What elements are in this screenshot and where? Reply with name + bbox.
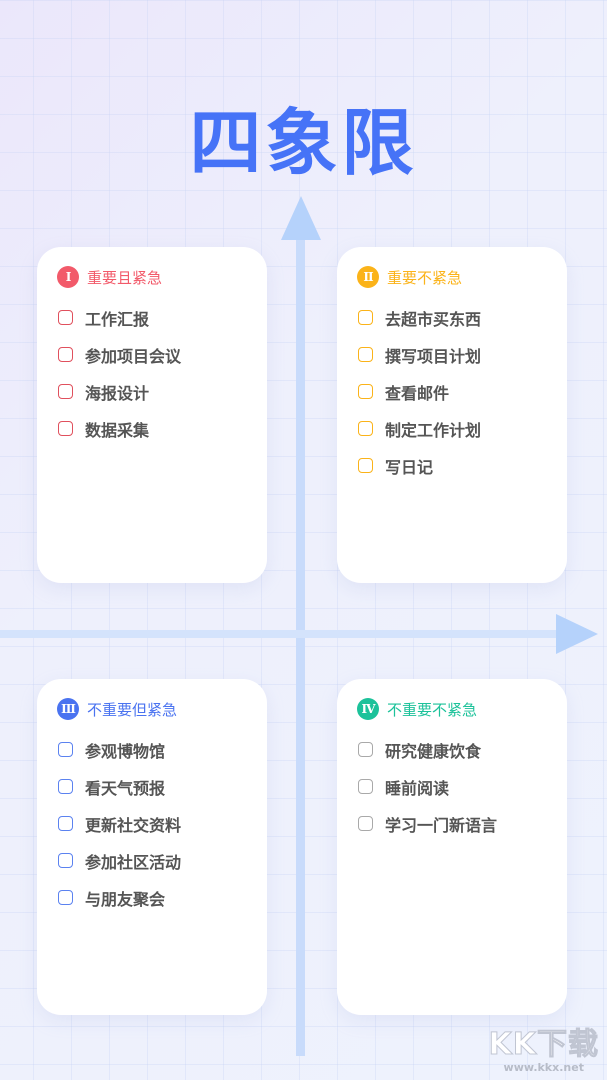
task-item[interactable]: 查看邮件 <box>357 373 567 410</box>
task-label: 更新社交资料 <box>85 815 182 835</box>
task-label: 参加项目会议 <box>85 346 182 366</box>
arrow-right-icon <box>556 614 598 654</box>
task-item[interactable]: 数据采集 <box>57 410 267 447</box>
task-item[interactable]: 学习一门新语言 <box>357 805 567 842</box>
task-label: 海报设计 <box>85 383 150 403</box>
task-label: 研究健康饮食 <box>385 741 482 761</box>
quadrant-header: I 重要且紧急 <box>57 263 267 291</box>
task-label: 参加社区活动 <box>85 852 182 872</box>
checkbox[interactable] <box>58 742 73 757</box>
quadrant-important-not-urgent: II 重要不紧急 去超市买东西 撰写项目计划 查看邮件 制定工作计划 写日记 <box>337 247 567 583</box>
watermark-logo: KK下载 <box>488 1027 599 1063</box>
quadrant-label: 不重要但紧急 <box>87 700 178 719</box>
task-item[interactable]: 参加项目会议 <box>57 336 267 373</box>
checkbox[interactable] <box>58 890 73 905</box>
arrow-up-icon <box>281 196 321 240</box>
checkbox[interactable] <box>58 421 73 436</box>
task-label: 参观博物馆 <box>85 741 166 761</box>
task-item[interactable]: 写日记 <box>357 447 567 484</box>
checkbox[interactable] <box>358 384 373 399</box>
task-label: 查看邮件 <box>385 383 450 403</box>
task-item[interactable]: 去超市买东西 <box>357 299 567 336</box>
watermark-url: www.kkx.net <box>503 1061 584 1074</box>
task-label: 写日记 <box>385 457 434 477</box>
task-item[interactable]: 海报设计 <box>57 373 267 410</box>
watermark: KK下载 www.kkx.net <box>488 1019 600 1075</box>
roman-numeral-4-icon: IV <box>357 698 379 720</box>
quadrant-not-important-urgent: III 不重要但紧急 参观博物馆 看天气预报 更新社交资料 参加社区活动 与朋友… <box>37 679 267 1015</box>
task-label: 与朋友聚会 <box>85 889 166 909</box>
checkbox[interactable] <box>58 310 73 325</box>
checkbox[interactable] <box>358 779 373 794</box>
checkbox[interactable] <box>58 384 73 399</box>
quadrant-header: III 不重要但紧急 <box>57 695 267 723</box>
task-item[interactable]: 参加社区活动 <box>57 842 267 879</box>
checkbox[interactable] <box>358 347 373 362</box>
quadrant-label: 重要不紧急 <box>387 268 463 287</box>
task-item[interactable]: 看天气预报 <box>57 768 267 805</box>
task-label: 工作汇报 <box>85 309 150 329</box>
horizontal-axis <box>0 630 560 638</box>
quadrant-label: 重要且紧急 <box>87 268 163 287</box>
task-label: 制定工作计划 <box>385 420 482 440</box>
task-item[interactable]: 睡前阅读 <box>357 768 567 805</box>
page-title: 四象限 <box>189 101 418 185</box>
task-item[interactable]: 更新社交资料 <box>57 805 267 842</box>
roman-numeral-1-icon: I <box>57 266 79 288</box>
task-item[interactable]: 研究健康饮食 <box>357 731 567 768</box>
task-item[interactable]: 参观博物馆 <box>57 731 267 768</box>
checkbox[interactable] <box>358 816 373 831</box>
roman-numeral-3-icon: III <box>57 698 79 720</box>
task-item[interactable]: 撰写项目计划 <box>357 336 567 373</box>
checkbox[interactable] <box>58 779 73 794</box>
checkbox[interactable] <box>358 458 373 473</box>
checkbox[interactable] <box>358 310 373 325</box>
quadrant-important-urgent: I 重要且紧急 工作汇报 参加项目会议 海报设计 数据采集 <box>37 247 267 583</box>
task-item[interactable]: 与朋友聚会 <box>57 879 267 916</box>
task-label: 看天气预报 <box>85 778 166 798</box>
quadrant-header: II 重要不紧急 <box>357 263 567 291</box>
checkbox[interactable] <box>58 816 73 831</box>
quadrant-header: IV 不重要不紧急 <box>357 695 567 723</box>
quadrant-label: 不重要不紧急 <box>387 700 478 719</box>
task-label: 撰写项目计划 <box>385 346 482 366</box>
quadrant-not-important-not-urgent: IV 不重要不紧急 研究健康饮食 睡前阅读 学习一门新语言 <box>337 679 567 1015</box>
checkbox[interactable] <box>58 347 73 362</box>
vertical-axis <box>296 236 305 1056</box>
task-label: 睡前阅读 <box>385 778 450 798</box>
task-label: 学习一门新语言 <box>385 815 498 835</box>
task-item[interactable]: 制定工作计划 <box>357 410 567 447</box>
task-label: 去超市买东西 <box>385 309 482 329</box>
checkbox[interactable] <box>358 421 373 436</box>
task-label: 数据采集 <box>85 420 150 440</box>
checkbox[interactable] <box>58 853 73 868</box>
roman-numeral-2-icon: II <box>357 266 379 288</box>
checkbox[interactable] <box>358 742 373 757</box>
task-item[interactable]: 工作汇报 <box>57 299 267 336</box>
